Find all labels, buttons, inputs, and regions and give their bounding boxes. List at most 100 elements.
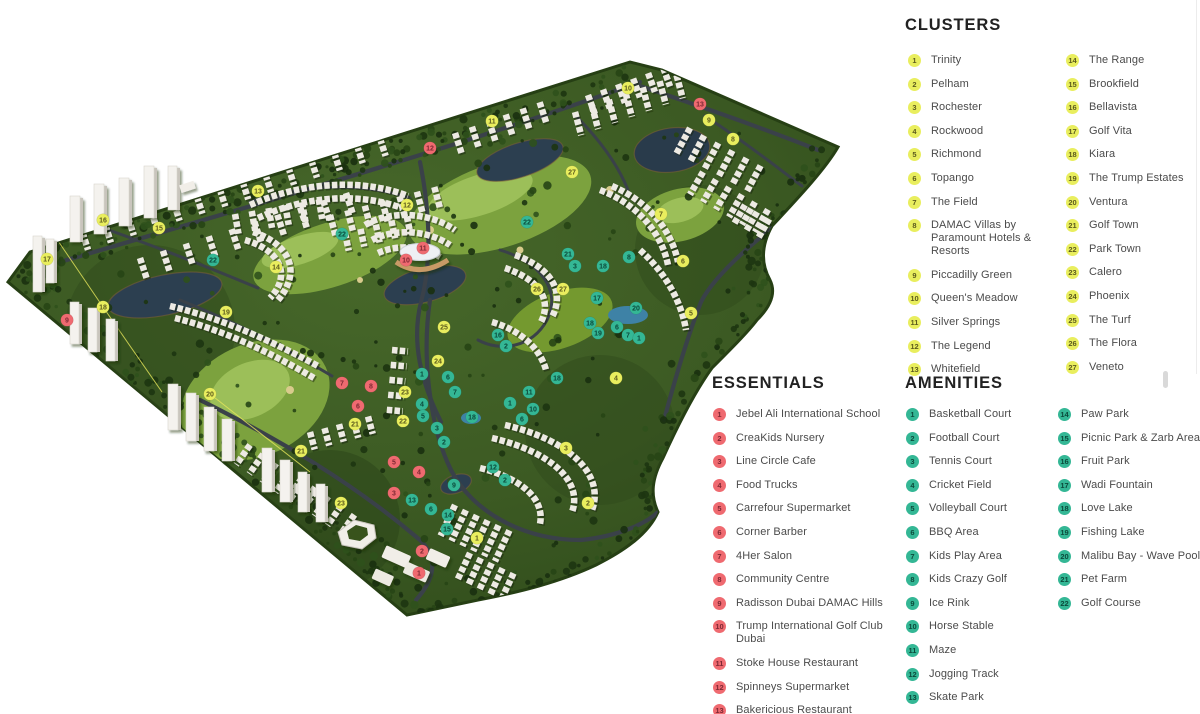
map-marker-amenity-13[interactable]: 13	[405, 493, 419, 507]
map-marker-amenity-10[interactable]: 10	[526, 402, 540, 416]
map-marker-essential-11[interactable]: 11	[416, 241, 430, 255]
map-marker-essential-8[interactable]: 8	[364, 379, 378, 393]
legend-label: Bellavista	[1089, 101, 1138, 114]
map-marker-cluster-15[interactable]: 15	[152, 221, 166, 235]
map-marker-amenity-6[interactable]: 6	[424, 502, 438, 516]
svg-text:6: 6	[520, 416, 524, 423]
legend-badge: 6	[908, 171, 921, 185]
map-marker-cluster-21[interactable]: 21	[294, 444, 308, 458]
svg-text:4: 4	[417, 469, 421, 476]
map-marker-amenity-22[interactable]: 22	[335, 227, 349, 241]
map-marker-amenity-7[interactable]: 7	[448, 385, 462, 399]
map-marker-cluster-6[interactable]: 6	[676, 254, 690, 268]
map-marker-essential-2[interactable]: 2	[415, 544, 429, 558]
map-marker-essential-9[interactable]: 9	[60, 313, 74, 327]
map-marker-cluster-17[interactable]: 17	[40, 252, 54, 266]
map-marker-cluster-4[interactable]: 4	[609, 371, 623, 385]
map-marker-essential-4[interactable]: 4	[412, 465, 426, 479]
svg-text:19: 19	[594, 330, 602, 337]
map-marker-cluster-23[interactable]: 23	[398, 385, 412, 399]
map-marker-cluster-16[interactable]: 16	[96, 213, 110, 227]
svg-text:26: 26	[533, 286, 541, 293]
svg-text:5: 5	[421, 413, 425, 420]
map-marker-cluster-22[interactable]: 22	[396, 414, 410, 428]
map-marker-amenity-7[interactable]: 7	[621, 328, 635, 342]
map-marker-essential-3[interactable]: 3	[387, 486, 401, 500]
map-marker-amenity-21[interactable]: 21	[561, 247, 575, 261]
map-marker-cluster-24[interactable]: 24	[431, 354, 445, 368]
map-marker-amenity-6[interactable]: 6	[441, 370, 455, 384]
map-marker-amenity-2[interactable]: 2	[437, 435, 451, 449]
map-marker-amenity-2[interactable]: 2	[499, 339, 513, 353]
map-marker-cluster-12[interactable]: 12	[400, 198, 414, 212]
map-marker-amenity-1[interactable]: 1	[415, 367, 429, 381]
map-marker-amenity-18[interactable]: 18	[596, 259, 610, 273]
map-marker-cluster-14[interactable]: 14	[269, 260, 283, 274]
map-marker-cluster-18[interactable]: 18	[96, 300, 110, 314]
map-marker-amenity-1[interactable]: 1	[632, 331, 646, 345]
map-marker-amenity-1[interactable]: 1	[503, 396, 517, 410]
map-marker-cluster-23[interactable]: 23	[334, 496, 348, 510]
map-marker-amenity-5[interactable]: 5	[416, 409, 430, 423]
map-marker-cluster-27[interactable]: 27	[565, 165, 579, 179]
map-marker-cluster-21[interactable]: 21	[348, 417, 362, 431]
map-marker-cluster-27[interactable]: 27	[556, 282, 570, 296]
map-marker-amenity-8[interactable]: 8	[622, 250, 636, 264]
map-marker-cluster-5[interactable]: 5	[684, 306, 698, 320]
map-marker-cluster-19[interactable]: 19	[219, 305, 233, 319]
map-marker-amenity-22[interactable]: 22	[520, 215, 534, 229]
map-marker-amenity-14[interactable]: 14	[441, 508, 455, 522]
map-marker-essential-7[interactable]: 7	[335, 376, 349, 390]
svg-text:2: 2	[586, 500, 590, 507]
legend-label: Stoke House Restaurant	[736, 656, 859, 669]
map-marker-cluster-13[interactable]: 13	[251, 184, 265, 198]
svg-text:23: 23	[337, 500, 345, 507]
map-marker-amenity-2[interactable]: 2	[498, 473, 512, 487]
map-marker-cluster-1[interactable]: 1	[470, 531, 484, 545]
map-marker-amenity-15[interactable]: 15	[440, 522, 454, 536]
map-marker-amenity-3[interactable]: 3	[568, 259, 582, 273]
map-marker-amenity-22[interactable]: 22	[206, 253, 220, 267]
map-marker-essential-12[interactable]: 12	[423, 141, 437, 155]
map-marker-amenity-18[interactable]: 18	[583, 316, 597, 330]
map-marker-amenity-12[interactable]: 12	[486, 460, 500, 474]
map-marker-cluster-26[interactable]: 26	[530, 282, 544, 296]
map-marker-amenity-11[interactable]: 11	[522, 385, 536, 399]
map-marker-amenity-9[interactable]: 9	[447, 478, 461, 492]
map-marker-cluster-25[interactable]: 25	[437, 320, 451, 334]
legend-label: Radisson Dubai DAMAC Hills	[736, 596, 883, 609]
map-marker-essential-10[interactable]: 10	[399, 253, 413, 267]
map-marker-cluster-11[interactable]: 11	[485, 114, 499, 128]
map-marker-amenity-17[interactable]: 17	[590, 291, 604, 305]
map-marker-cluster-8[interactable]: 8	[726, 132, 740, 146]
map-marker-essential-5[interactable]: 5	[387, 455, 401, 469]
map-marker-cluster-10[interactable]: 10	[621, 81, 635, 95]
map-marker-amenity-20[interactable]: 20	[629, 301, 643, 315]
map-marker-amenity-18[interactable]: 18	[550, 371, 564, 385]
map-marker-cluster-7[interactable]: 7	[654, 207, 668, 221]
map-marker-cluster-20[interactable]: 20	[203, 387, 217, 401]
map-marker-essential-1[interactable]: 1	[412, 566, 426, 580]
map-marker-cluster-2[interactable]: 2	[581, 496, 595, 510]
svg-text:2: 2	[503, 477, 507, 484]
map-marker-essential-13[interactable]: 13	[693, 97, 707, 111]
svg-text:13: 13	[696, 101, 704, 108]
map-marker-amenity-18[interactable]: 18	[465, 410, 479, 424]
map-marker-cluster-9[interactable]: 9	[702, 113, 716, 127]
map-marker-amenity-6[interactable]: 6	[610, 320, 624, 334]
svg-text:18: 18	[599, 263, 607, 270]
map-marker-cluster-3[interactable]: 3	[559, 441, 573, 455]
map-marker-amenity-6[interactable]: 6	[515, 412, 529, 426]
map-marker-amenity-4[interactable]: 4	[415, 397, 429, 411]
map-marker-amenity-16[interactable]: 16	[491, 328, 505, 342]
map-marker-amenity-19[interactable]: 19	[591, 326, 605, 340]
scrollbar-thumb[interactable]	[1163, 371, 1168, 388]
legend-label: The Flora	[1089, 337, 1137, 350]
map-marker-amenity-3[interactable]: 3	[430, 421, 444, 435]
map-marker-essential-6[interactable]: 6	[351, 399, 365, 413]
